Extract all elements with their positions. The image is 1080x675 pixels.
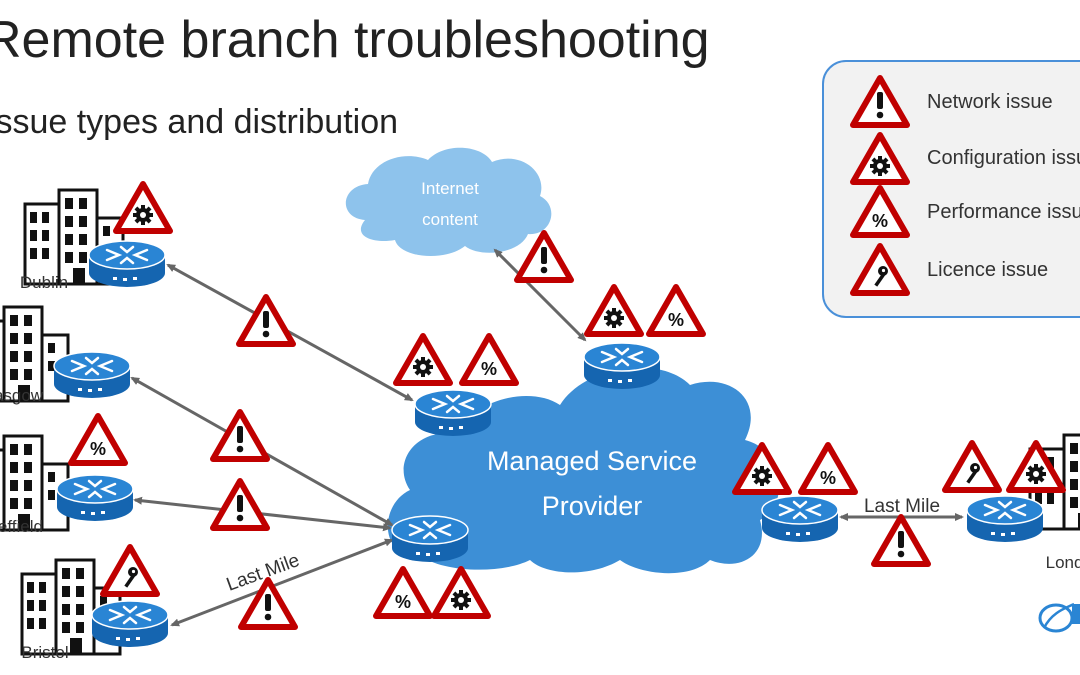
legend-configuration-label: Configuration issue <box>927 147 1080 169</box>
msp-label-1: Managed Service <box>487 446 697 476</box>
legend-network-icon <box>853 78 907 125</box>
city-label-london: London <box>1046 553 1080 572</box>
last-mile-label-right: Last Mile <box>864 496 940 517</box>
link-bristol <box>170 538 394 627</box>
city-label-sheffield: Sheffield <box>0 517 43 536</box>
legend-configuration-icon <box>853 135 907 182</box>
internet-label-1: Internet <box>421 179 479 198</box>
city-label-glasgow: Glasgow <box>0 386 44 405</box>
legend-network-label: Network issue <box>927 91 1053 113</box>
link-sheffield <box>133 496 392 532</box>
internet-cloud: Internet content <box>345 147 552 257</box>
legend-performance-icon <box>853 188 907 235</box>
slide-subtitle: Issue types and distribution <box>0 103 399 141</box>
internet-label-2: content <box>422 210 478 229</box>
city-label-bristol: Bristol <box>21 643 68 662</box>
legend-licence-label: Licence issue <box>927 259 1049 281</box>
legend-licence-icon <box>853 246 907 293</box>
city-label-dublin: Dublin <box>20 273 68 292</box>
link-internet <box>493 248 587 342</box>
slide-title: Remote branch troubleshooting <box>0 11 710 69</box>
msp-label-2: Provider <box>542 491 643 521</box>
company-logo <box>1038 602 1080 633</box>
legend-performance-label: Performance issue <box>927 201 1080 223</box>
